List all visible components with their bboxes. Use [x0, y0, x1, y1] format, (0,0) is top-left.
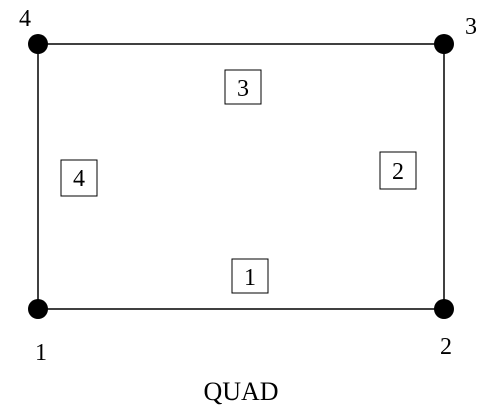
node-1-dot: [28, 299, 48, 319]
node-4-label: 4: [19, 6, 31, 32]
edge-3-label-box: [224, 69, 262, 105]
node-3-label: 3: [465, 14, 477, 40]
edge-3-label: 3: [237, 76, 249, 102]
edge-1-label-box: [231, 258, 269, 294]
edge-2-label-box: [379, 151, 417, 190]
node-1-label: 1: [35, 340, 47, 366]
edge-4-label-box: [60, 159, 98, 197]
node-2-label: 2: [440, 334, 452, 360]
node-3-dot: [434, 34, 454, 54]
node-2-dot: [434, 299, 454, 319]
diagram-caption: QUAD: [203, 377, 278, 406]
node-4-dot: [28, 34, 48, 54]
edge-4-label: 4: [73, 166, 85, 192]
edge-2-label: 2: [392, 159, 404, 185]
edge-1-label: 1: [244, 265, 256, 291]
